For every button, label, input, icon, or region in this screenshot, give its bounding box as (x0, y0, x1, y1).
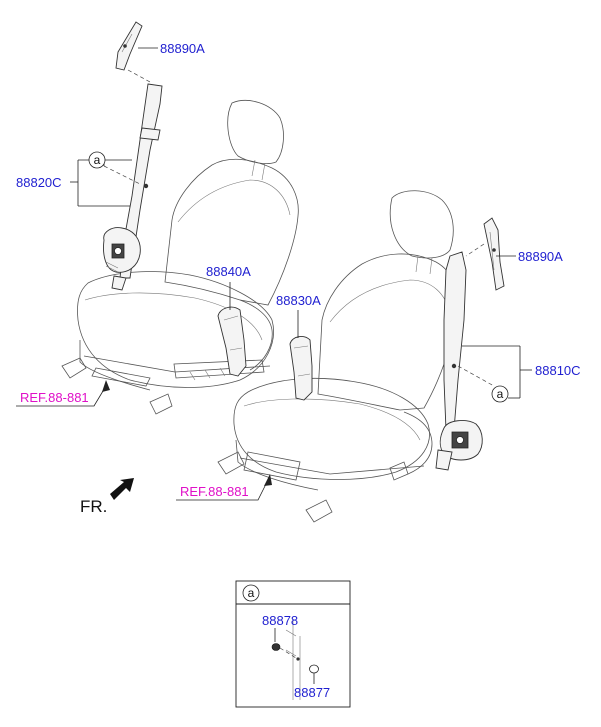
callout-a-detail: a (248, 586, 255, 600)
part-label-88890a-left: 88890A (160, 41, 205, 56)
callout-a-left-circle (88, 151, 106, 169)
left-buckle (217, 306, 247, 377)
part-label-88820c: 88820C (16, 175, 62, 190)
front-arrow-icon (110, 478, 134, 500)
left-seat-belt-assembly (103, 83, 163, 291)
callout-a-right-circle (491, 385, 509, 403)
detail-box-a: a 88878 88877 (235, 580, 351, 708)
part-label-88877: 88877 (294, 685, 330, 700)
ref-label-left: REF.88-881 (20, 390, 89, 405)
part-label-88830a: 88830A (276, 293, 321, 308)
part-label-88890a-right: 88890A (518, 249, 563, 264)
ref-label-right: REF.88-881 (180, 484, 249, 499)
part-label-88878: 88878 (262, 613, 298, 628)
right-seat (217, 190, 458, 523)
part-label-88810c: 88810C (535, 363, 581, 378)
left-height-adjuster (115, 21, 151, 83)
right-buckle (289, 336, 313, 401)
right-height-adjuster (465, 217, 505, 291)
front-direction-label: FR. (80, 497, 107, 516)
right-seat-belt-assembly (435, 251, 495, 471)
left-seat (61, 100, 299, 415)
callout-a-right: a (497, 387, 504, 401)
callout-a-left: a (94, 153, 101, 167)
part-label-88840a: 88840A (206, 264, 251, 279)
